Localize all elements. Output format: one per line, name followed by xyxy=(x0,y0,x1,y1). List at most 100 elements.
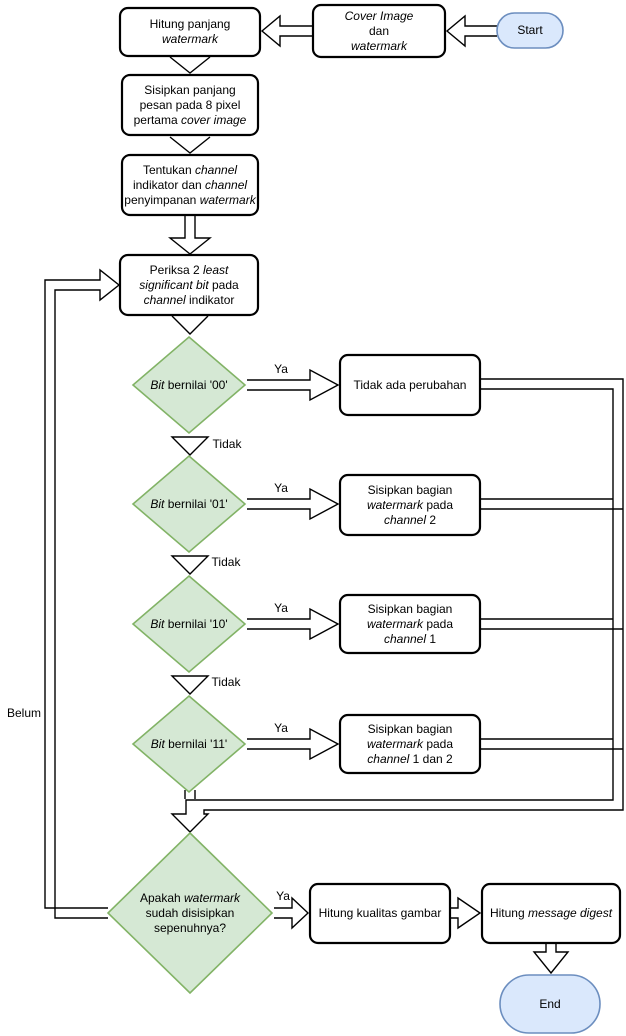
node-text: pada xyxy=(422,736,454,751)
edge-periksa-to-bit00-arrow xyxy=(171,315,209,335)
node-text: Sisipkan bagian xyxy=(367,721,453,736)
node-text: 1 dan 2 xyxy=(409,751,453,766)
shape-sisipkan-panjang xyxy=(120,73,260,137)
shape-tentukan-channel xyxy=(120,153,260,217)
node-text: channel xyxy=(367,751,410,766)
node-text: Hitung panjang xyxy=(149,17,231,31)
node-text: Sisipkan panjang xyxy=(144,82,236,97)
shape-apakah-selesai-diamond xyxy=(106,831,274,995)
node-text: channel xyxy=(383,631,427,646)
edge-hitung-to-sisipkan-arrow xyxy=(169,56,211,74)
node-text: watermark xyxy=(366,616,423,631)
node-text: dan xyxy=(368,23,390,38)
node-text: End xyxy=(539,996,561,1011)
node-hitung-digest: Hitung message digest xyxy=(482,884,620,943)
node-text: penyimpanan xyxy=(124,192,200,207)
edge-tentukan-to-periksa-arrow xyxy=(168,215,212,255)
node-text: cover image xyxy=(180,112,247,127)
edge-label-ya-selesai: Ya xyxy=(276,889,290,903)
edge-ya-selesai-arrow xyxy=(274,896,310,930)
node-bit01-decision: Bit bernilai '01' xyxy=(133,456,245,552)
shape-sisip-channel12 xyxy=(338,713,482,775)
node-bit11-decision: Bit bernilai '11' xyxy=(133,696,245,792)
edge-label-ya-bit10: Ya xyxy=(274,601,288,615)
node-text: bernilai '10' xyxy=(164,616,228,631)
node-text: Periksa 2 xyxy=(149,262,203,277)
edge-ya-bit11-arrow xyxy=(247,727,340,761)
node-tidak-ada-perubahan: Tidak ada perubahan xyxy=(340,355,480,415)
node-text: least xyxy=(203,262,229,277)
shape-periksa-bit xyxy=(118,253,260,317)
node-text: indikator dan xyxy=(132,177,205,192)
node-text: indikator xyxy=(185,292,235,307)
edge-sisipkan-to-tentukan-arrow xyxy=(169,136,211,154)
shape-sisip-channel2 xyxy=(338,473,482,537)
edge-label-belum: Belum xyxy=(6,706,42,720)
edge-belum-loop-arrow xyxy=(44,268,121,919)
edge-ya-bit10-arrow xyxy=(247,607,340,641)
node-text: Bit xyxy=(150,496,165,511)
node-text: Apakah xyxy=(139,890,185,905)
edge-start-to-cover-arrow xyxy=(445,14,497,48)
node-hitung-kualitas: Hitung kualitas gambar xyxy=(310,884,450,943)
edge-sisip12-to-rail xyxy=(480,738,623,750)
node-text: pada xyxy=(208,277,239,292)
node-periksa-bit: Periksa 2 least significant bit pada cha… xyxy=(120,255,258,315)
node-text: watermark xyxy=(366,736,423,751)
node-text: bernilai '00' xyxy=(164,377,228,392)
node-text: 2 xyxy=(426,512,437,527)
node-text: pertama xyxy=(133,112,181,127)
node-text: bernilai '01' xyxy=(164,496,228,511)
node-text: Bit xyxy=(150,616,165,631)
node-text: Sisipkan bagian xyxy=(367,601,453,616)
node-cover-image: Cover Image dan watermark xyxy=(313,5,445,57)
node-text: watermark xyxy=(350,38,407,53)
node-start: Start xyxy=(497,13,563,48)
node-text: message digest xyxy=(527,906,613,920)
edge-tidak-bit10-to-bit11-arrow xyxy=(170,675,210,695)
node-text: channel xyxy=(195,162,238,177)
shape-bit01-diamond xyxy=(131,454,247,554)
edge-label-tidak-bit10: Tidak xyxy=(211,675,241,689)
node-text: channel xyxy=(383,512,427,527)
node-text: bernilai '11' xyxy=(164,736,228,751)
edge-sisip1-to-rail xyxy=(480,618,623,630)
edge-label-ya-bit00: Ya xyxy=(274,362,288,376)
node-text: Bit xyxy=(150,736,165,751)
node-text: 1 xyxy=(426,631,437,646)
node-end: End xyxy=(500,975,600,1033)
node-text: pada xyxy=(422,497,454,512)
shape-bit00-diamond xyxy=(131,335,247,435)
node-text: sudah disisipkan xyxy=(145,905,235,920)
node-text: watermark xyxy=(184,890,241,905)
node-text: channel xyxy=(143,292,186,307)
node-text: sepenuhnya? xyxy=(153,920,227,935)
node-text: Sisipkan bagian xyxy=(367,482,453,497)
node-tentukan-channel: Tentukan channel indikator dan channel p… xyxy=(122,155,258,215)
node-text: watermark xyxy=(161,32,218,46)
edge-cover-to-hitung-arrow xyxy=(260,14,313,48)
node-sisip-channel12: Sisipkan bagian watermark pada channel 1… xyxy=(340,715,480,773)
node-apakah-selesai-decision: Apakah watermark sudah disisipkan sepenu… xyxy=(108,833,272,993)
node-text: Tidak ada perubahan xyxy=(353,377,467,392)
node-hitung-panjang: Hitung panjang watermark xyxy=(120,8,260,56)
node-bit10-decision: Bit bernilai '10' xyxy=(133,576,245,672)
shape-start-terminal xyxy=(496,12,564,49)
shape-bit11-diamond xyxy=(131,694,247,794)
edge-ya-bit01-arrow xyxy=(247,487,340,521)
edge-digest-to-end-arrow xyxy=(532,943,570,975)
shape-tidak-ada-perubahan xyxy=(338,353,482,417)
edge-bit11-bottom-stub xyxy=(184,790,196,799)
node-text: significant bit xyxy=(139,277,209,292)
edge-tidak-bit00-to-bit01-arrow xyxy=(170,436,210,456)
node-text: pesan pada 8 pixel xyxy=(139,97,241,112)
node-bit00-decision: Bit bernilai '00' xyxy=(133,337,245,433)
node-text: Hitung xyxy=(489,906,528,920)
node-text: Tentukan xyxy=(142,162,195,177)
shape-bit10-diamond xyxy=(131,574,247,674)
node-text: channel xyxy=(205,177,248,192)
edge-ya-bit00-arrow xyxy=(247,368,340,402)
shape-cover-image xyxy=(311,3,447,59)
node-text: watermark xyxy=(199,192,256,207)
